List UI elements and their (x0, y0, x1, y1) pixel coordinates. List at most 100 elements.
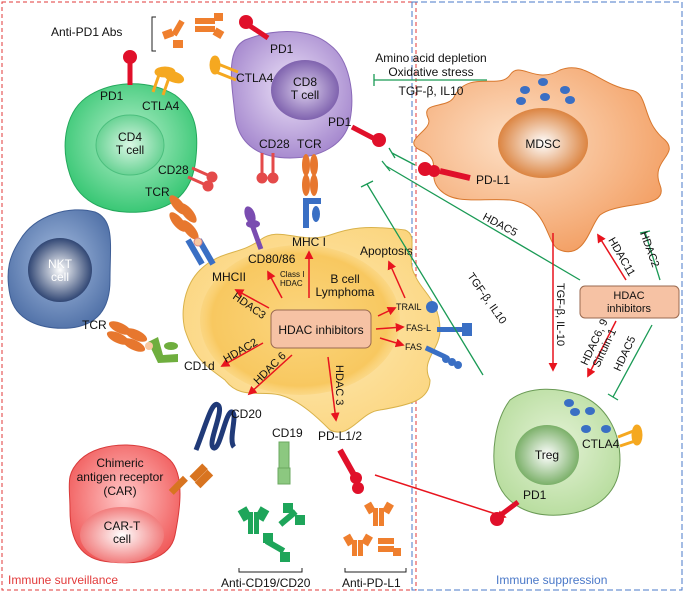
mdsc-cell: MDSC (413, 67, 670, 253)
car-label-2: cell (113, 532, 131, 546)
nkt-nucleus (28, 238, 92, 302)
trail-label: TRAIL (396, 302, 422, 312)
b-cell-label-1: B cell (330, 272, 359, 286)
cd8-cd28-label: CD28 (259, 137, 290, 151)
mhc1-receptor (303, 198, 321, 228)
cd8-pd1-receptor-2 (350, 124, 386, 147)
mdsc-granules (516, 78, 575, 105)
pdl12-label: PD-L1/2 (318, 429, 362, 443)
pdl12-receptor (337, 448, 364, 494)
suppression-label: Immune suppression (496, 573, 607, 587)
anti-cd19-antibodies (237, 503, 305, 562)
anti-pd1-antibodies (161, 13, 225, 48)
hdac-right-label-2: inhibitors (607, 303, 652, 315)
cd4-label-1: CD4 (118, 130, 142, 144)
class1-label-1: Class I (280, 270, 304, 279)
nkt-tcr-label: TCR (82, 318, 107, 332)
fasl-label: FAS-L (406, 323, 431, 333)
hdac5b-label: HDAC5 (612, 334, 639, 373)
treg-nucleus (515, 425, 579, 485)
fasl-ligand (437, 323, 472, 336)
cd8-ctla4-label: CTLA4 (236, 71, 274, 85)
car-nucleus (80, 507, 164, 563)
hdac11-arrow (597, 233, 627, 281)
cd4-tcr-label: TCR (145, 185, 170, 199)
nkt-label-1: NKT (48, 257, 73, 271)
cd4-label-2: T cell (116, 143, 144, 157)
cd8-tcr-label: TCR (297, 137, 322, 151)
car-label-1: CAR-T (104, 519, 141, 533)
b-cell-label-2: Lymphoma (316, 285, 375, 299)
treg-pd1-receptor (490, 500, 520, 526)
nkt-cell: NKT cell TCR (7, 209, 112, 332)
anti-cd19-bracket (238, 568, 303, 573)
cd4-pd1-receptor (123, 50, 137, 85)
cd8-t-cell: CD8 T cell (230, 31, 353, 159)
cd8-cd28-receptor (256, 153, 279, 184)
activation-arrows-center (220, 250, 507, 520)
pdl1-label: PD-L1 (476, 173, 510, 187)
cd8-nucleus (271, 60, 339, 120)
cd8-pd1-label-2: PD1 (328, 115, 352, 129)
cd4-nucleus (95, 114, 165, 176)
cd80-receptor (244, 206, 264, 250)
hdac3b-label: HDAC 3 (333, 365, 345, 405)
mhc2-label: MHCII (212, 270, 246, 284)
cd4-ctla4-label: CTLA4 (142, 99, 180, 113)
tgf-label-top: TGF-β, IL10 (399, 84, 464, 98)
fas-receptor (424, 345, 462, 369)
oxidative-stress-label: Oxidative stress (388, 65, 473, 79)
fas-label: FAS (405, 342, 422, 352)
car-t-cell: CAR-T cell Chimeric antigen receptor (CA… (68, 444, 181, 564)
cd20-receptor (193, 401, 237, 451)
anti-pd1-bracket (151, 16, 156, 52)
cd1d-label: CD1d (184, 359, 215, 373)
treg-ctla4-receptor (617, 424, 643, 448)
hdac69-arrow (587, 320, 617, 378)
cd8-label-1: CD8 (293, 75, 317, 89)
mhc1-label: MHC I (292, 235, 326, 249)
car-desc-1: Chimeric (96, 456, 143, 470)
anti-pd1-label: Anti-PD1 Abs (51, 25, 122, 39)
apoptosis-label: Apoptosis (360, 244, 413, 258)
anti-pdl1-antibodies (343, 501, 401, 556)
cd4-cd28-receptor (187, 166, 218, 192)
cd8-ctla4-receptor (209, 55, 239, 82)
treg-pd1-label: PD1 (523, 488, 547, 502)
hdac-inhibitors-center-label: HDAC inhibitors (278, 323, 363, 337)
tgf-label-mid: TGF-β, IL10 (465, 271, 509, 327)
anti-pdl1-bracket (344, 568, 407, 573)
treg-cell: Treg CTLA4 PD1 (493, 388, 621, 516)
cd8-label-2: T cell (291, 88, 319, 102)
car-receptor (168, 463, 214, 495)
hdac2b-label: HDAC2 (637, 230, 661, 269)
cd1d-receptor (148, 337, 178, 363)
trail-ligand (426, 301, 438, 313)
cd1d-peptide (145, 342, 153, 350)
cd4-tcr-receptor (169, 195, 199, 240)
cd19-receptor (277, 441, 291, 485)
hdac-inhibitors-box-right (579, 285, 680, 319)
antigen-peptide (193, 237, 203, 247)
cd4-t-cell: CD4 T cell (64, 83, 198, 213)
cd8-pd1-receptor (239, 15, 270, 41)
treg-granules (564, 399, 611, 433)
surveillance-label: Immune surveillance (8, 573, 118, 587)
cd8-pd1-label: PD1 (270, 42, 294, 56)
mdsc-label: MDSC (525, 137, 561, 151)
class1-label-2: HDAC (280, 279, 303, 288)
mdsc-pdl1-receptor (418, 162, 471, 181)
cd19-label: CD19 (272, 426, 303, 440)
cd4-pd1-label: PD1 (100, 89, 124, 103)
cd4-cd28-label: CD28 (158, 163, 189, 177)
treg-ctla4-label: CTLA4 (582, 437, 620, 451)
car-desc-2: antigen receptor (77, 470, 164, 484)
amino-acid-label: Amino acid depletion (375, 51, 486, 65)
nkt-label-2: cell (51, 270, 69, 284)
tgf-label-vertical: TGF-β, IL-10 (554, 283, 566, 346)
nkt-tcr-receptor (106, 321, 148, 352)
hdac-inhibitors-box-center (270, 309, 372, 349)
treg-label: Treg (535, 448, 559, 462)
